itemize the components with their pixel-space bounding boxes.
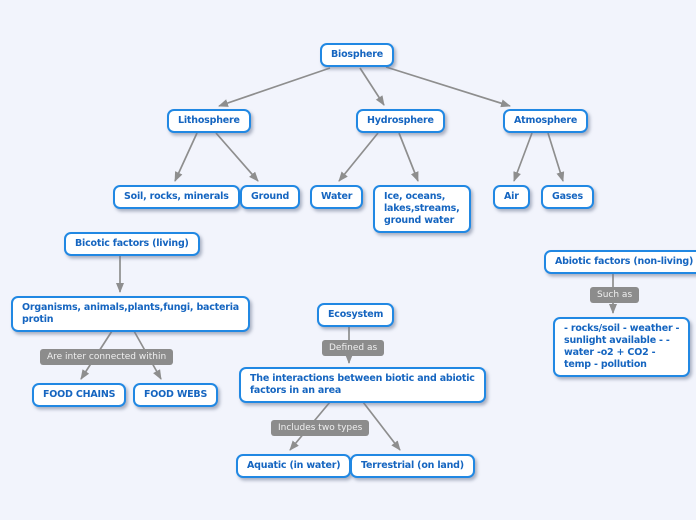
- edge-label-includes-two-types[interactable]: Includes two types: [271, 420, 370, 436]
- node-soil-rocks-minerals[interactable]: Soil, rocks, minerals: [113, 185, 240, 209]
- node-ecosystem[interactable]: Ecosystem: [317, 303, 395, 327]
- node-water[interactable]: Water: [310, 185, 364, 209]
- node-air[interactable]: Air: [493, 185, 530, 209]
- edge-lithosphere-ground: [215, 132, 259, 182]
- node-food-webs[interactable]: FOOD WEBS: [133, 383, 219, 407]
- edge-hydrosphere-water: [338, 132, 379, 182]
- node-atmosphere[interactable]: Atmosphere: [503, 109, 589, 133]
- node-ground[interactable]: Ground: [240, 185, 301, 209]
- node-abiotic-factors[interactable]: Abiotic factors (non-living): [544, 250, 696, 274]
- node-gases[interactable]: Gases: [541, 185, 594, 209]
- edge-biosphere-lithosphere: [218, 67, 331, 107]
- edge-atmosphere-air: [513, 132, 533, 182]
- node-organisms[interactable]: Organisms, animals,plants,fungi, bacteri…: [11, 296, 251, 332]
- node-terrestrial[interactable]: Terrestrial (on land): [350, 454, 475, 478]
- node-biotic-factors[interactable]: Bicotic factors (living): [64, 232, 200, 256]
- node-food-chains[interactable]: FOOD CHAINS: [32, 383, 127, 407]
- node-interactions-definition[interactable]: The interactions between biotic and abio…: [239, 367, 486, 403]
- edge-atmosphere-gases: [547, 132, 565, 182]
- edge-label-interconnected[interactable]: Are inter connected within: [40, 349, 174, 365]
- edge-biosphere-atmosphere: [385, 66, 511, 108]
- node-ice-oceans-lakes[interactable]: Ice, oceans, lakes,streams, ground water: [373, 185, 471, 233]
- edge-interactions-terrestrial: [362, 401, 401, 451]
- edge-hydrosphere-ice: [398, 132, 419, 182]
- node-hydrosphere[interactable]: Hydrosphere: [356, 109, 445, 133]
- node-biosphere[interactable]: Biosphere: [320, 43, 395, 67]
- edge-label-such-as[interactable]: Such as: [590, 287, 640, 303]
- node-aquatic[interactable]: Aquatic (in water): [236, 454, 352, 478]
- node-abiotic-examples[interactable]: - rocks/soil - weather - sunlight availa…: [553, 317, 691, 377]
- edge-biosphere-hydrosphere: [359, 67, 385, 106]
- node-lithosphere[interactable]: Lithosphere: [167, 109, 251, 133]
- edge-label-defined-as[interactable]: Defined as: [322, 340, 385, 356]
- edge-lithosphere-soil: [174, 132, 198, 182]
